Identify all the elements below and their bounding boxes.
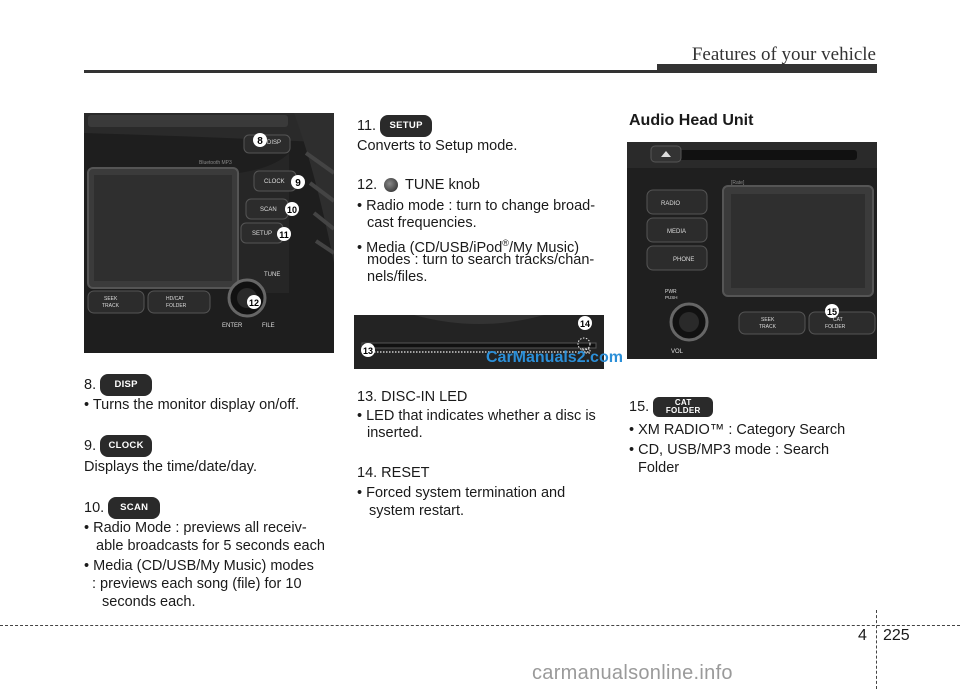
item-11-number: 11. — [357, 117, 377, 134]
site-overlay-text: CarManuals2.com — [486, 349, 623, 366]
label-cat-right: CAT — [833, 317, 843, 323]
label-radio: RADIO — [661, 201, 680, 207]
label-file: FILE — [262, 323, 275, 329]
label-seek-right: SEEK — [761, 317, 775, 323]
scan-button-icon: SCAN — [108, 497, 161, 519]
svg-text:8: 8 — [257, 136, 263, 147]
item-14-bullet: • Forced system termination and — [357, 485, 566, 501]
label-track: TRACK — [102, 303, 120, 309]
item-15: 15. CAT FOLDER — [629, 397, 714, 417]
item-15-number: 15. — [629, 398, 650, 415]
label-folder: FOLDER — [166, 303, 187, 309]
callout-9: 9 — [291, 175, 305, 189]
disp-button-icon: DISP — [100, 374, 153, 396]
callout-13: 13 — [361, 343, 375, 357]
label-push: PUSH — [665, 295, 678, 300]
item-10-bullet-2-cont: : previews each song (file) for 10 — [92, 576, 302, 592]
page-header-title: Features of your vehicle — [691, 44, 876, 65]
label-pwr: PWR — [665, 289, 677, 295]
label-media: MEDIA — [667, 229, 686, 235]
callout-15: 15 — [825, 304, 839, 318]
item-15-bullet-2-cont: Folder — [638, 460, 680, 476]
item-11: 11. SETUP — [357, 115, 433, 137]
item-13-title: 13. DISC-IN LED — [357, 389, 468, 405]
item-11-text: Converts to Setup mode. — [357, 138, 518, 154]
svg-text:15: 15 — [827, 307, 837, 317]
label-phone: PHONE — [673, 257, 694, 263]
label-setup: SETUP — [252, 231, 272, 237]
svg-text:12: 12 — [249, 298, 259, 308]
clock-button-icon: CLOCK — [100, 435, 153, 457]
label-enter: ENTER — [222, 323, 243, 329]
item-14-bullet-cont: system restart. — [369, 503, 465, 519]
chapter-number: 4 — [858, 627, 867, 644]
head-unit-left-drawing: DISP Bluetooth MP3 CLOCK SCAN SETUP TUNE… — [84, 113, 334, 353]
item-10: 10. SCAN — [84, 497, 161, 519]
item-10-bullet-2: • Media (CD/USB/My Music) modes — [84, 558, 314, 574]
header-rule-accent — [657, 64, 877, 73]
footer-rule — [0, 625, 960, 626]
item-10-number: 10. — [84, 499, 105, 516]
item-8-number: 8. — [84, 376, 97, 393]
head-unit-right-photo: [Rate] RADIO MEDIA PHONE PWR PUSH VOL SE… — [627, 142, 877, 359]
audio-head-unit-heading: Audio Head Unit — [629, 112, 754, 129]
header-rule — [84, 70, 874, 73]
svg-text:11: 11 — [279, 230, 289, 240]
label-brand-right: [Rate] — [731, 180, 745, 186]
page-number: 225 — [883, 627, 910, 644]
head-unit-right-drawing: [Rate] RADIO MEDIA PHONE PWR PUSH VOL SE… — [627, 142, 877, 359]
footer-divider — [876, 610, 877, 689]
svg-text:9: 9 — [295, 178, 301, 189]
disc-slot-drawing: 13 14 — [354, 315, 604, 369]
callout-11: 11 — [277, 227, 291, 241]
label-track-right: TRACK — [759, 324, 777, 330]
label-brand: Bluetooth MP3 — [199, 160, 232, 166]
item-13-bullet: • LED that indicates whether a disc is — [357, 408, 596, 424]
item-9: 9. CLOCK — [84, 435, 153, 457]
label-folder-right: FOLDER — [825, 324, 846, 330]
item-15-bullet-1: • XM RADIO™ : Category Search — [629, 422, 846, 438]
item-12-bullet-2: • Media (CD/USB/iPod®/My Music) — [357, 238, 580, 256]
head-unit-left-photo: DISP Bluetooth MP3 CLOCK SCAN SETUP TUNE… — [84, 113, 334, 353]
disc-slot-photo: 13 14 — [354, 315, 604, 369]
item-9-number: 9. — [84, 437, 97, 454]
label-hdcat: HD/CAT — [166, 296, 184, 302]
callout-14: 14 — [578, 316, 592, 330]
svg-text:10: 10 — [287, 205, 297, 215]
callout-10: 10 — [285, 202, 299, 216]
item-15-bullet-2: • CD, USB/MP3 mode : Search — [629, 442, 830, 458]
label-disp: DISP — [267, 140, 281, 146]
item-12-bullet-1: • Radio mode : turn to change broad- — [357, 198, 596, 214]
item-12-bullet-2-cont: modes : turn to search tracks/chan- — [367, 252, 595, 268]
label-vol: VOL — [671, 349, 684, 355]
label-scan: SCAN — [260, 207, 277, 213]
item-10-bullet-1-cont: able broadcasts for 5 seconds each — [96, 538, 325, 554]
setup-button-icon: SETUP — [380, 115, 433, 137]
item-9-text: Displays the time/date/day. — [84, 459, 258, 475]
item-12-label: TUNE knob — [404, 177, 480, 193]
label-tune: TUNE — [264, 272, 280, 278]
callout-12: 12 — [247, 295, 261, 309]
item-12-bullet-1-cont: cast frequencies. — [367, 215, 477, 231]
item-14-title: 14. RESET — [357, 465, 430, 481]
label-clock: CLOCK — [264, 179, 285, 185]
tune-knob-icon — [384, 178, 399, 193]
watermark-text: carmanualsonline.info — [532, 662, 733, 684]
label-seek: SEEK — [104, 296, 118, 302]
item-13-bullet-cont: inserted. — [367, 425, 423, 441]
item-8: 8. DISP — [84, 374, 344, 396]
item-10-bullet-2-cont2: seconds each. — [102, 594, 196, 610]
item-12-bullet-2-cont2: nels/files. — [367, 269, 428, 285]
callout-8: 8 — [253, 133, 267, 147]
item-12-number: 12. — [357, 177, 378, 193]
svg-text:13: 13 — [363, 346, 373, 356]
item-12: 12. TUNE knob — [357, 176, 480, 194]
item-10-bullet-1: • Radio Mode : previews all receiv- — [84, 520, 307, 536]
svg-text:14: 14 — [580, 319, 590, 329]
cat-folder-button-icon: CAT FOLDER — [653, 397, 714, 417]
item-8-bullet: • Turns the monitor display on/off. — [84, 397, 300, 413]
